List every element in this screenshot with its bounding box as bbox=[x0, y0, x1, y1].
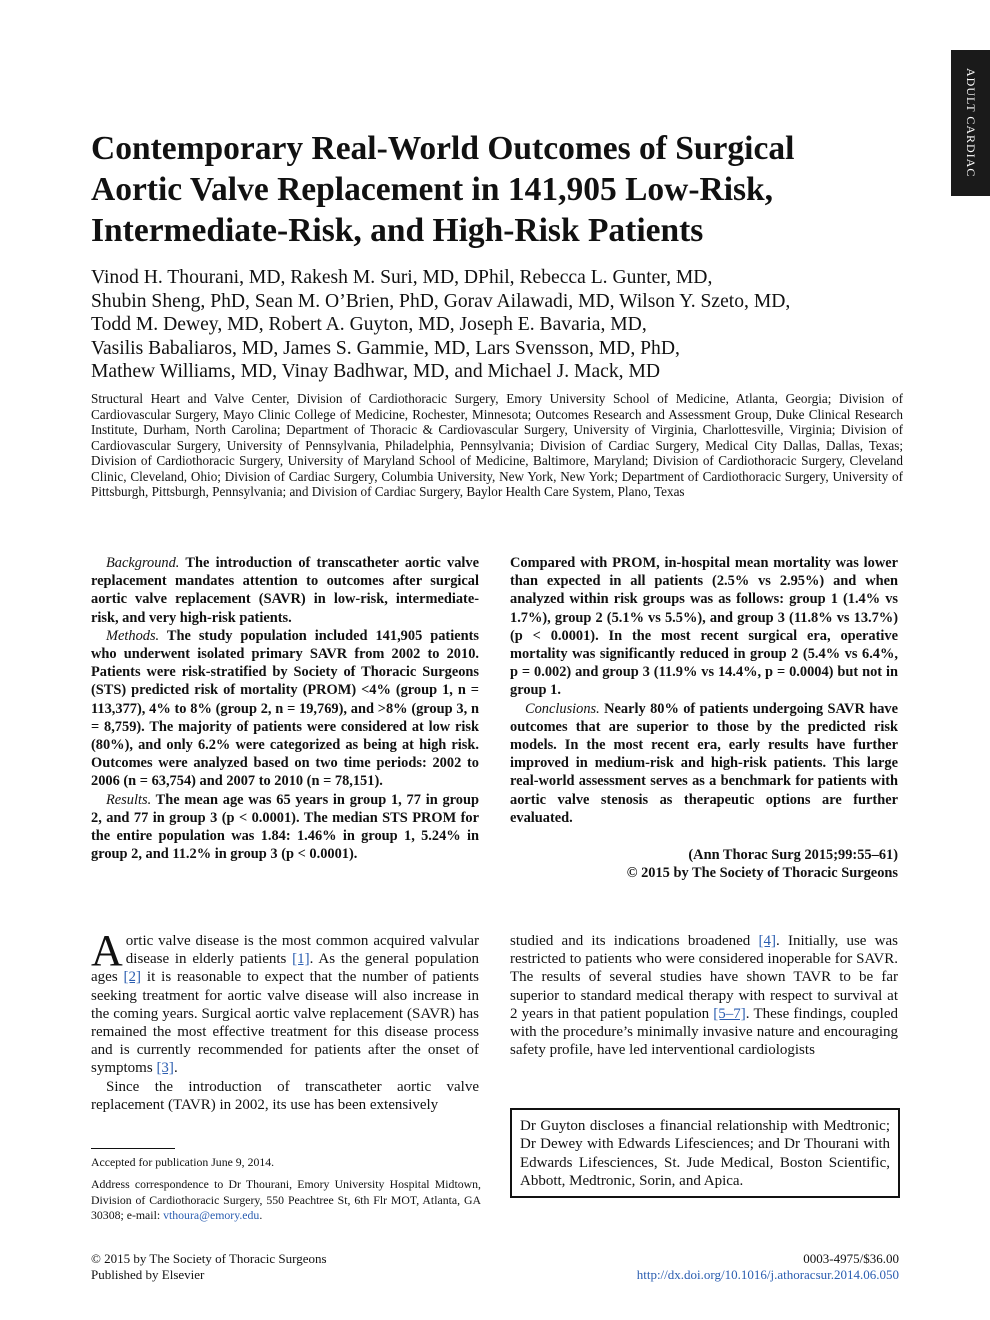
author-line: Vinod H. Thourani, MD, Rakesh M. Suri, M… bbox=[91, 267, 713, 288]
author-line: Mathew Williams, MD, Vinay Badhwar, MD, … bbox=[91, 361, 661, 382]
article-title: Contemporary Real-World Outcomes of Surg… bbox=[91, 130, 795, 249]
background-label: Background. bbox=[106, 555, 180, 571]
reference-link[interactable]: [1] bbox=[292, 951, 310, 968]
disclosure-box: Dr Guyton discloses a financial relation… bbox=[510, 1108, 900, 1198]
body-text: . As the general population ages bbox=[91, 951, 479, 986]
author-list: Vinod H. Thourani, MD, Rakesh M. Suri, M… bbox=[91, 266, 911, 384]
abstract-results-continued: Compared with PROM, in-hospital mean mor… bbox=[510, 555, 898, 699]
doi-link[interactable]: http://dx.doi.org/10.1016/j.athoracsur.2… bbox=[636, 1266, 899, 1282]
abstract-results: Results. The mean age was 65 years in gr… bbox=[91, 791, 479, 864]
reference-link[interactable]: [3] bbox=[156, 1060, 174, 1077]
footnote-divider bbox=[91, 1148, 175, 1149]
body-text: studied and its indications broadened bbox=[510, 933, 759, 949]
drop-cap: A bbox=[91, 926, 123, 975]
body-text: ortic valve disease is the most common a… bbox=[125, 933, 479, 968]
conclusions-label: Conclusions. bbox=[525, 700, 600, 717]
reference-link[interactable]: [4] bbox=[758, 933, 777, 949]
abstract-methods: Methods. The study population included 1… bbox=[91, 627, 479, 791]
reference-link[interactable]: [2] bbox=[123, 969, 142, 986]
abstract-background: Background. The introduction of transcat… bbox=[91, 554, 479, 627]
correspondence-address: Address correspondence to Dr Thourani, E… bbox=[91, 1177, 481, 1224]
body-paragraph: studied and its indications broadened [4… bbox=[510, 932, 898, 1059]
address-text: Address correspondence to Dr Thourani, E… bbox=[91, 1177, 481, 1222]
body-right-column: studied and its indications broadened [4… bbox=[510, 932, 898, 1059]
footer-left: © 2015 by The Society of Thoracic Surgeo… bbox=[91, 1251, 471, 1282]
conclusions-text: Nearly 80% of patients undergoing SAVR h… bbox=[510, 700, 898, 826]
abstract-right-column: Compared with PROM, in-hospital mean mor… bbox=[510, 554, 898, 827]
author-line: Todd M. Dewey, MD, Robert A. Guyton, MD,… bbox=[91, 314, 647, 335]
methods-text: The study population included 141,905 pa… bbox=[91, 627, 479, 790]
results-text: The mean age was 65 years in group 1, 77… bbox=[91, 791, 479, 863]
citation-journal: (Ann Thorac Surg 2015;99:55–61) bbox=[688, 847, 898, 863]
affiliations: Structural Heart and Valve Center, Divis… bbox=[91, 391, 903, 499]
reference-link[interactable]: [5–7] bbox=[713, 1005, 746, 1022]
body-text: it is reasonable to expect that the numb… bbox=[91, 969, 479, 1077]
author-line: Vasilis Babaliaros, MD, James S. Gammie,… bbox=[91, 337, 680, 359]
body-text: . bbox=[173, 1060, 178, 1077]
accepted-date: Accepted for publication June 9, 2014. bbox=[91, 1155, 275, 1169]
methods-label: Methods. bbox=[106, 627, 160, 644]
journal-citation: (Ann Thorac Surg 2015;99:55–61) © 2015 b… bbox=[510, 846, 898, 882]
footer-right: 0003-4975/$36.00 http://dx.doi.org/10.10… bbox=[560, 1251, 899, 1282]
footer-publisher: Published by Elsevier bbox=[91, 1266, 205, 1282]
section-tab: ADULT CARDIAC bbox=[951, 50, 990, 196]
email-link[interactable]: vthoura@emory.edu bbox=[163, 1208, 260, 1222]
citation-copyright: © 2015 by The Society of Thoracic Surgeo… bbox=[626, 865, 898, 882]
body-paragraph: Since the introduction of transcatheter … bbox=[91, 1078, 479, 1113]
footer-copyright: © 2015 by The Society of Thoracic Surgeo… bbox=[91, 1251, 327, 1266]
abstract-conclusions: Conclusions. Nearly 80% of patients unde… bbox=[510, 700, 898, 827]
body-text: . Initially, use was restricted to patie… bbox=[510, 933, 898, 1022]
footer-issn: 0003-4975/$36.00 bbox=[803, 1251, 899, 1266]
results-label: Results. bbox=[106, 791, 152, 808]
body-text: . These findings, coupled with the proce… bbox=[510, 1005, 898, 1059]
author-line: Shubin Sheng, PhD, Sean M. O’Brien, PhD,… bbox=[91, 290, 791, 312]
address-end: . bbox=[259, 1208, 263, 1222]
abstract-left-column: Background. The introduction of transcat… bbox=[91, 554, 479, 863]
background-text: The introduction of transcatheter aortic… bbox=[91, 555, 479, 626]
section-tab-label: ADULT CARDIAC bbox=[964, 68, 978, 178]
